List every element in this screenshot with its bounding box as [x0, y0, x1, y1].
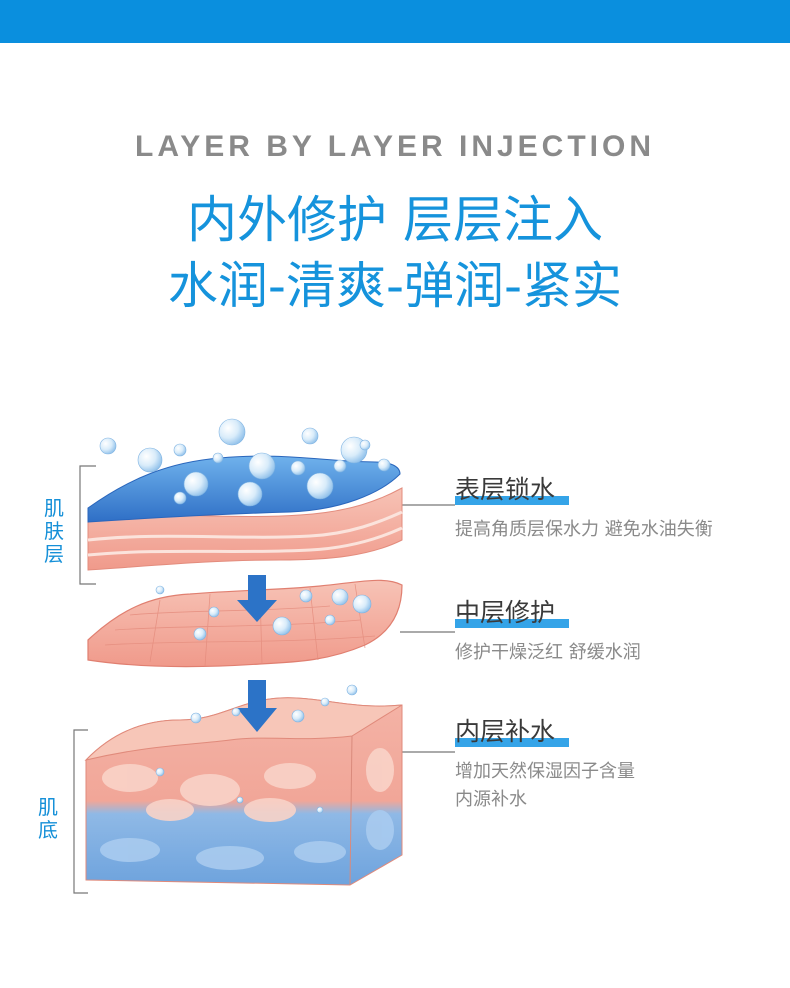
bracket-skin-base [73, 729, 88, 894]
side-label-skin-surface: 肌 肤 层 [42, 497, 66, 566]
side-label-char: 肌 [38, 795, 58, 819]
layer-title-surface: 表层锁水 [455, 475, 570, 509]
layer-desc-surface: 提高角质层保水力 避免水油失衡 [455, 519, 713, 540]
side-label-skin-base: 肌 底 [36, 796, 60, 842]
layer-title-middle: 中层修护 [455, 598, 570, 632]
layer-desc-middle: 修护干燥泛红 舒缓水润 [455, 642, 641, 663]
headline-line-1: 内外修护 层层注入 [187, 191, 603, 249]
layer-title-inner: 内层补水 [455, 717, 570, 751]
middle-layer-graphic [87, 579, 403, 668]
side-label-char: 肌 [44, 496, 64, 520]
layer-desc-inner-2: 内源补水 [455, 789, 527, 810]
side-label-char: 层 [44, 542, 64, 566]
connector-lines [400, 504, 455, 753]
bracket-skin-surface [79, 465, 96, 585]
water-bubbles [99, 418, 391, 814]
eyebrow-title: LAYER BY LAYER INJECTION [135, 130, 655, 163]
side-label-char: 底 [38, 818, 58, 842]
headline-line-2: 水润-清爽-弹润-紧实 [167, 257, 623, 315]
down-arrow-icon [237, 575, 277, 732]
layer-desc-inner-1: 增加天然保湿因子含量 [455, 761, 635, 782]
side-label-char: 肤 [44, 519, 64, 543]
skin-layers-illustration [73, 418, 455, 894]
base-layer-graphic [84, 697, 403, 886]
surface-layer-graphic [87, 455, 403, 571]
top-accent-bar [0, 0, 790, 43]
